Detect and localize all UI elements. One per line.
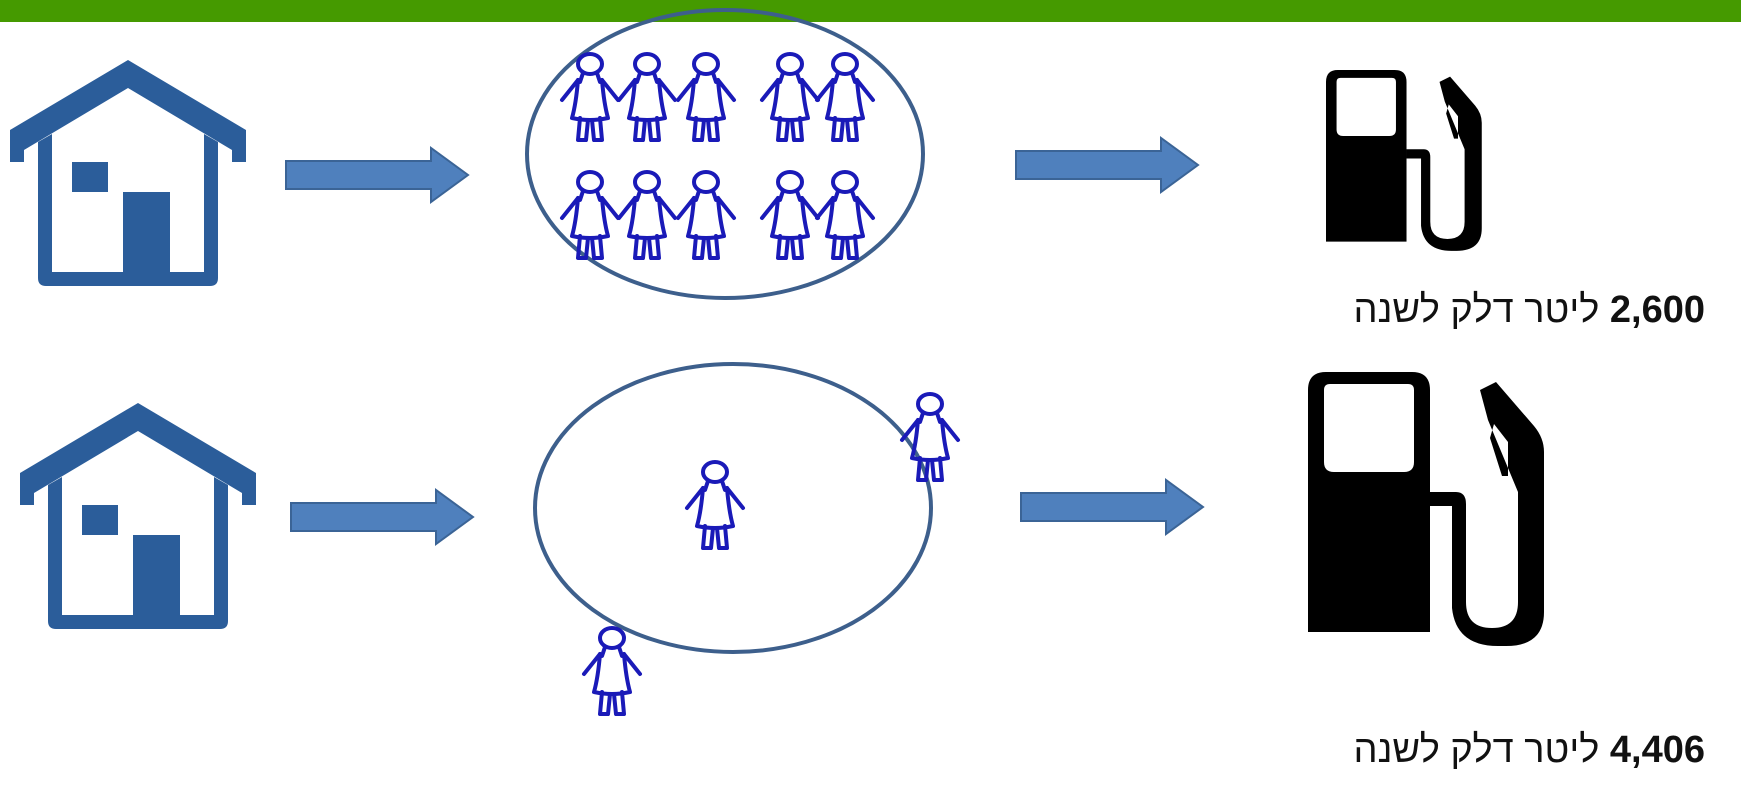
house-icon [20, 403, 256, 629]
person-icon [617, 170, 677, 260]
fuel-amount: 2,600 [1609, 289, 1705, 331]
person-icon [560, 52, 620, 142]
person-icon [760, 170, 820, 260]
car-ellipse [525, 8, 925, 300]
fuel-unit-text: ליטר דלק לשנה [1353, 289, 1600, 331]
house-icon [10, 60, 246, 286]
car-ellipse [533, 362, 933, 654]
person-icon [676, 170, 736, 260]
person-icon [815, 170, 875, 260]
person-icon [617, 52, 677, 142]
person-icon [760, 52, 820, 142]
fuel-consumption-label: 2,600 ליטר דלק לשנה [1185, 289, 1706, 332]
arrow-right-icon [1015, 137, 1199, 193]
row-single-passenger [20, 362, 1544, 716]
top-bar [0, 0, 1741, 22]
passenger-group [582, 392, 960, 716]
person-icon [900, 392, 960, 482]
person-icon [685, 460, 745, 550]
arrow-right-icon [290, 489, 474, 545]
row-many-passengers [10, 8, 1482, 300]
fuel-unit-text: ליטר דלק לשנה [1353, 729, 1600, 771]
fuel-pump-icon [1326, 70, 1482, 251]
person-icon [582, 626, 642, 716]
fuel-pump-icon [1308, 372, 1544, 646]
arrow-right-icon [285, 147, 469, 203]
passenger-group [560, 52, 875, 260]
fuel-consumption-label: 4,406 ליטר דלק לשנה [1185, 729, 1706, 772]
fuel-amount: 4,406 [1609, 729, 1705, 771]
person-icon [676, 52, 736, 142]
person-icon [815, 52, 875, 142]
arrow-right-icon [1020, 479, 1204, 535]
